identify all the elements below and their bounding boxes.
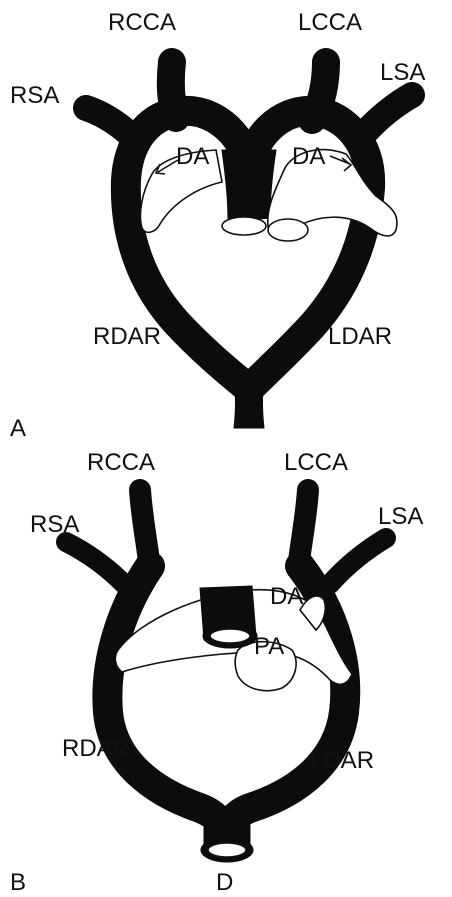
a-label-ldar: LDAR: [328, 323, 392, 350]
b-label-lsa: LSA: [378, 503, 423, 530]
panel-a: RCCA LCCA RSA LSA DA DA RDAR LDAR A: [10, 9, 425, 442]
b-panel-label: B: [10, 869, 26, 896]
b-label-pa: PA: [254, 633, 284, 660]
panel-b: RCCA LCCA RSA LSA DA PA RDAR LDAR B D: [10, 449, 423, 896]
a-label-lsa: LSA: [380, 59, 425, 86]
b-label-lcca: LCCA: [284, 449, 348, 476]
a-label-lcca: LCCA: [298, 9, 362, 36]
b-lsa-vessel: [330, 538, 386, 584]
b-label-ldar: LDAR: [310, 747, 374, 774]
a-label-rdar: RDAR: [93, 323, 161, 350]
b-label-da: DA: [270, 583, 303, 610]
b-label-rdar: RDAR: [62, 735, 130, 762]
a-label-rsa: RSA: [10, 82, 59, 109]
b-aorta-cut-lumen: [208, 843, 246, 857]
a-panel-label: A: [10, 415, 26, 442]
a-right-pa-stump: [222, 217, 266, 235]
b-ascending-cut-lumen: [210, 629, 250, 643]
b-label-rsa: RSA: [30, 511, 79, 538]
b-sub-label: D: [216, 869, 233, 896]
b-label-rcca: RCCA: [87, 449, 155, 476]
a-left-pa-stump: [268, 219, 308, 241]
a-label-da-right: DA: [292, 143, 325, 170]
a-label-da-left: DA: [176, 143, 209, 170]
a-descending-aorta: [234, 376, 264, 428]
a-ascending-aorta: [222, 150, 276, 222]
a-lsa-vessel: [364, 95, 412, 134]
a-label-rcca: RCCA: [108, 9, 176, 36]
b-rsa-vessel: [66, 542, 124, 584]
